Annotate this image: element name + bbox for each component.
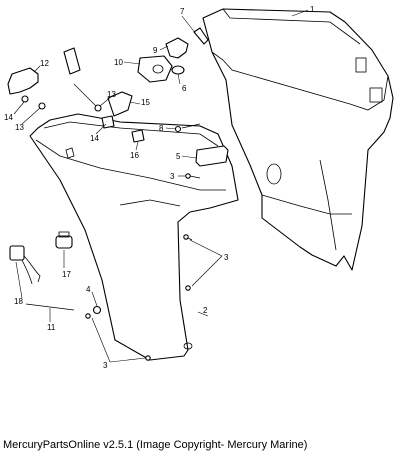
callout-9: 9	[153, 46, 158, 55]
callout-3c: 3	[103, 361, 108, 370]
callout-3b: 3	[224, 253, 229, 262]
callout-11: 11	[47, 323, 56, 332]
bracket-plate-part	[137, 55, 173, 83]
callout-4: 4	[86, 285, 91, 294]
elbow-fitting-part	[165, 37, 189, 59]
callout-7: 7	[180, 7, 185, 16]
bolt-part-c	[185, 285, 191, 291]
bolt-part-e	[145, 355, 151, 361]
washer-part-b	[94, 104, 102, 112]
callout-2: 2	[203, 306, 208, 315]
callout-16: 16	[130, 151, 139, 160]
washer-part-a	[38, 102, 46, 110]
callout-14a: 14	[4, 113, 13, 122]
seal-part	[107, 91, 133, 117]
small-clip-part	[131, 129, 145, 143]
image-caption: MercuryPartsOnline v2.5.1 (Image Copyrig…	[3, 439, 308, 451]
callout-10: 10	[114, 58, 123, 67]
callout-15: 15	[141, 98, 150, 107]
right-cowl-part	[202, 8, 394, 271]
cap-part	[55, 231, 73, 249]
bolt-part-d	[85, 313, 91, 319]
switch-part	[9, 245, 41, 285]
callout-13b: 13	[15, 123, 24, 132]
clip-part	[193, 27, 209, 45]
callout-17: 17	[62, 270, 71, 279]
bolt-part-b	[183, 234, 193, 241]
washer-part-c	[92, 305, 102, 315]
callout-18: 18	[14, 297, 23, 306]
rod-part	[25, 303, 75, 311]
grease-tube	[63, 47, 81, 75]
callout-1: 1	[310, 5, 315, 14]
callout-8: 8	[159, 124, 164, 133]
latch-part-a	[21, 95, 29, 103]
carry-handle-part	[7, 67, 39, 95]
callout-14b: 14	[90, 134, 99, 143]
callouts: 1 2 3 3 3 4 5 6 7 8 9 10 11 12 13 13 14 …	[4, 5, 315, 370]
callout-12: 12	[40, 59, 49, 68]
callout-5: 5	[176, 152, 181, 161]
callout-3a: 3	[170, 172, 175, 181]
callout-13a: 13	[107, 90, 116, 99]
callout-6: 6	[182, 84, 187, 93]
leader-lines	[13, 9, 309, 363]
handle-part	[195, 145, 229, 167]
grommet-part	[171, 65, 185, 75]
